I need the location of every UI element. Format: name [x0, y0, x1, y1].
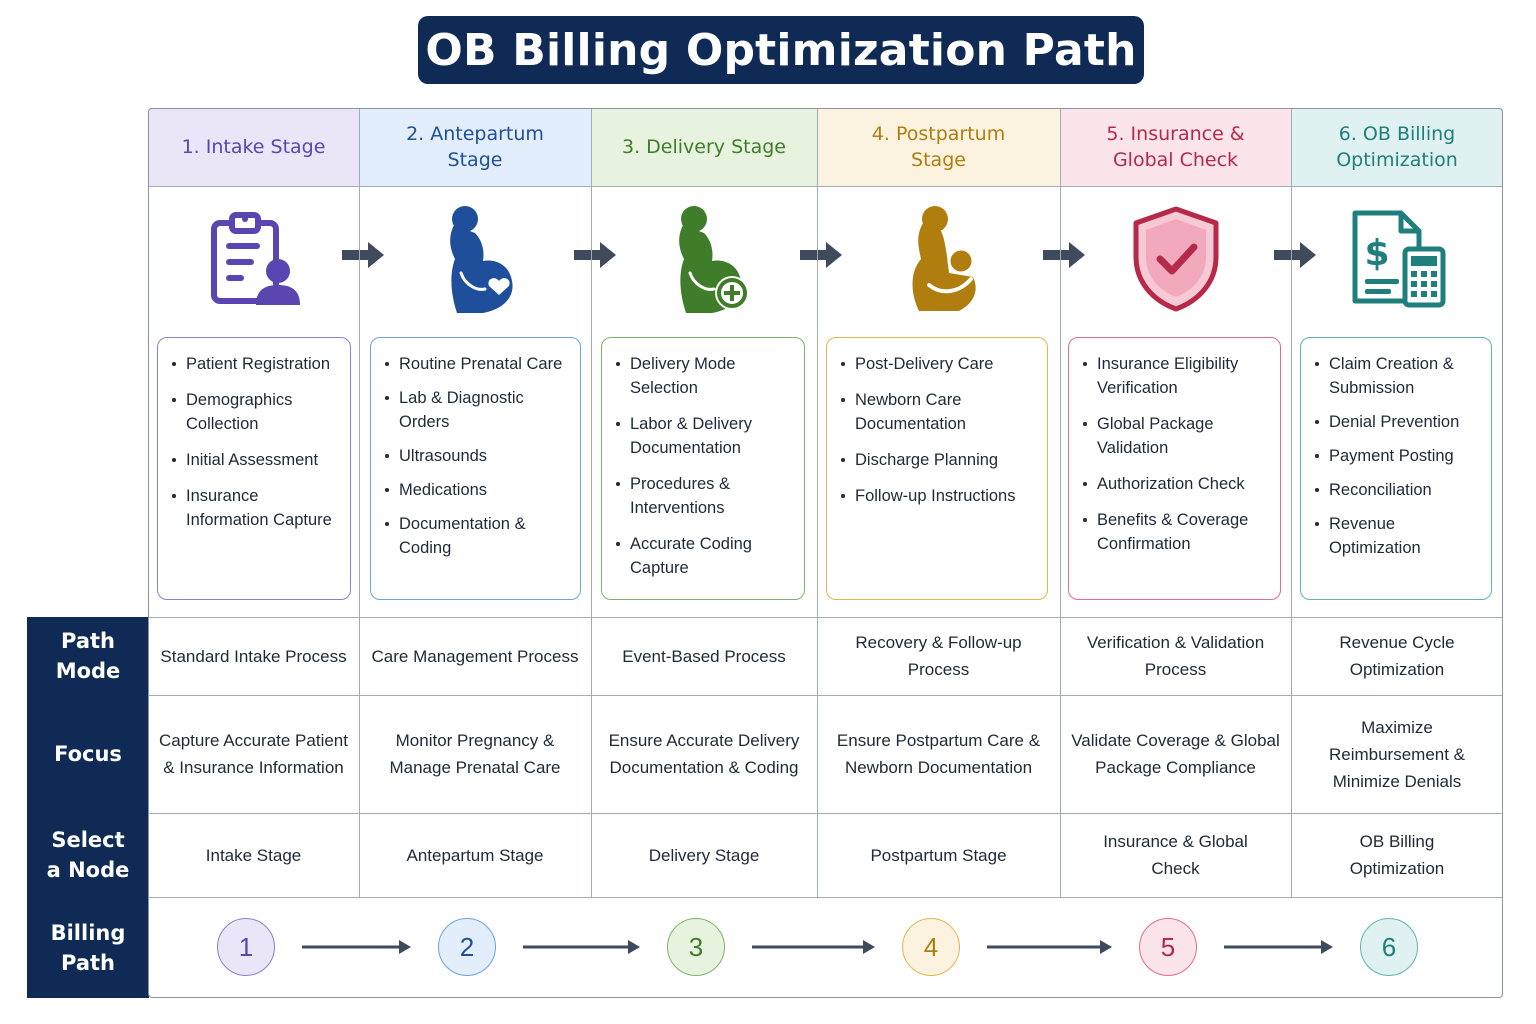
path-arrow-icon: [752, 937, 875, 957]
path-arrow-icon: [1224, 937, 1333, 957]
column-divider: [359, 108, 360, 897]
column-divider: [1291, 108, 1292, 897]
stage-header-6: 6. OB Billing Optimization: [1291, 108, 1503, 186]
list-item: Revenue Optimization: [1313, 512, 1483, 560]
path-arrow-icon: [523, 937, 640, 957]
pregnant-woman-plus-icon: [591, 196, 817, 322]
stage-arrow-icon: [800, 240, 844, 270]
mother-newborn-icon: [817, 196, 1060, 322]
focus-cell-3: Ensure Accurate Delivery Documentation &…: [608, 731, 800, 777]
stage-arrow-icon: [1274, 240, 1318, 270]
stage-header-2: 2. Antepartum Stage: [359, 108, 591, 186]
row-label-focus: Focus: [27, 695, 149, 813]
column-divider: [591, 108, 592, 897]
list-item: Patient Registration: [170, 352, 342, 376]
select-node-cell-5[interactable]: Insurance & Global Check: [1103, 832, 1248, 878]
focus-cell-2: Monitor Pregnancy & Manage Prenatal Care: [389, 731, 561, 777]
row-divider: [148, 186, 1503, 187]
billing-path-node-1[interactable]: 1: [217, 918, 275, 976]
focus-cell-5: Validate Coverage & Global Package Compl…: [1071, 731, 1280, 777]
stage-arrow-icon: [1043, 240, 1087, 270]
billing-path-node-6[interactable]: 6: [1360, 918, 1418, 976]
select-node-cell-3[interactable]: Delivery Stage: [648, 845, 760, 865]
row-label-path-mode: Path Mode: [27, 617, 149, 695]
list-item: Post-Delivery Care: [839, 352, 1039, 376]
column-divider: [817, 108, 818, 897]
billing-calculator-icon: $: [1291, 196, 1503, 322]
stage-header-4: 4. Postpartum Stage: [817, 108, 1060, 186]
list-item: Denial Prevention: [1313, 410, 1483, 434]
row-label-billing-path: Billing Path: [27, 897, 149, 998]
stage-arrow-icon: [342, 240, 386, 270]
billing-path-node-5[interactable]: 5: [1139, 918, 1197, 976]
select-node-cell-6[interactable]: OB Billing Optimization: [1349, 832, 1445, 878]
list-item: Discharge Planning: [839, 448, 1039, 472]
list-item: Initial Assessment: [170, 448, 342, 472]
stage-header-3: 3. Delivery Stage: [591, 108, 817, 186]
path-mode-cell-4: Recovery & Follow-up Process: [855, 633, 1022, 679]
list-item: Authorization Check: [1081, 472, 1272, 496]
list-item: Documentation & Coding: [383, 512, 572, 560]
row-label-select-node: Select a Node: [27, 813, 149, 897]
row-divider: [148, 897, 1503, 898]
list-item: Benefits & Coverage Confirmation: [1081, 508, 1272, 556]
list-item: Labor & Delivery Documentation: [614, 412, 796, 460]
row-divider: [148, 617, 1503, 618]
list-item: Accurate Coding Capture: [614, 532, 796, 580]
list-item: Payment Posting: [1313, 444, 1483, 468]
page-title: OB Billing Optimization Path: [418, 16, 1144, 84]
pregnant-woman-heart-icon: [359, 196, 591, 322]
list-item: Follow-up Instructions: [839, 484, 1039, 508]
column-divider: [1060, 108, 1061, 897]
billing-path-node-4[interactable]: 4: [902, 918, 960, 976]
path-arrow-icon: [987, 937, 1112, 957]
clipboard-user-icon: [148, 196, 359, 322]
list-item: Insurance Information Capture: [170, 484, 342, 532]
focus-cell-4: Ensure Postpartum Care & Newborn Documen…: [836, 731, 1041, 777]
list-item: Global Package Validation: [1081, 412, 1272, 460]
shield-check-icon: [1060, 196, 1291, 322]
billing-path-node-2[interactable]: 2: [438, 918, 496, 976]
list-item: Lab & Diagnostic Orders: [383, 386, 572, 434]
select-node-cell-4[interactable]: Postpartum Stage: [870, 845, 1007, 865]
row-divider: [148, 813, 1503, 814]
path-mode-cell-6: Revenue Cycle Optimization: [1339, 633, 1455, 679]
list-item: Claim Creation & Submission: [1313, 352, 1483, 400]
list-item: Demographics Collection: [170, 388, 342, 436]
stage-header-5: 5. Insurance & Global Check: [1060, 108, 1291, 186]
path-arrow-icon: [302, 937, 411, 957]
list-item: Routine Prenatal Care: [383, 352, 572, 376]
stage-arrow-icon: [574, 240, 618, 270]
list-item: Newborn Care Documentation: [839, 388, 1039, 436]
path-mode-cell-3: Event-Based Process: [622, 646, 786, 666]
stage-header-1: 1. Intake Stage: [148, 108, 359, 186]
svg-text:$: $: [1364, 233, 1389, 274]
focus-cell-6: Maximize Reimbursement & Minimize Denial…: [1328, 717, 1466, 791]
select-node-cell-1[interactable]: Intake Stage: [205, 845, 302, 865]
list-item: Insurance Eligibility Verification: [1081, 352, 1272, 400]
list-item: Medications: [383, 478, 572, 502]
path-mode-cell-5: Verification & Validation Process: [1086, 633, 1265, 679]
list-item: Delivery Mode Selection: [614, 352, 796, 400]
billing-path-node-3[interactable]: 3: [667, 918, 725, 976]
focus-cell-1: Capture Accurate Patient & Insurance Inf…: [158, 731, 348, 777]
list-item: Reconciliation: [1313, 478, 1483, 502]
select-node-cell-2[interactable]: Antepartum Stage: [406, 845, 544, 865]
row-divider: [148, 695, 1503, 696]
path-mode-cell-2: Care Management Process: [371, 646, 579, 666]
list-item: Ultrasounds: [383, 444, 572, 468]
path-mode-cell-1: Standard Intake Process: [160, 646, 347, 666]
list-item: Procedures & Interventions: [614, 472, 796, 520]
